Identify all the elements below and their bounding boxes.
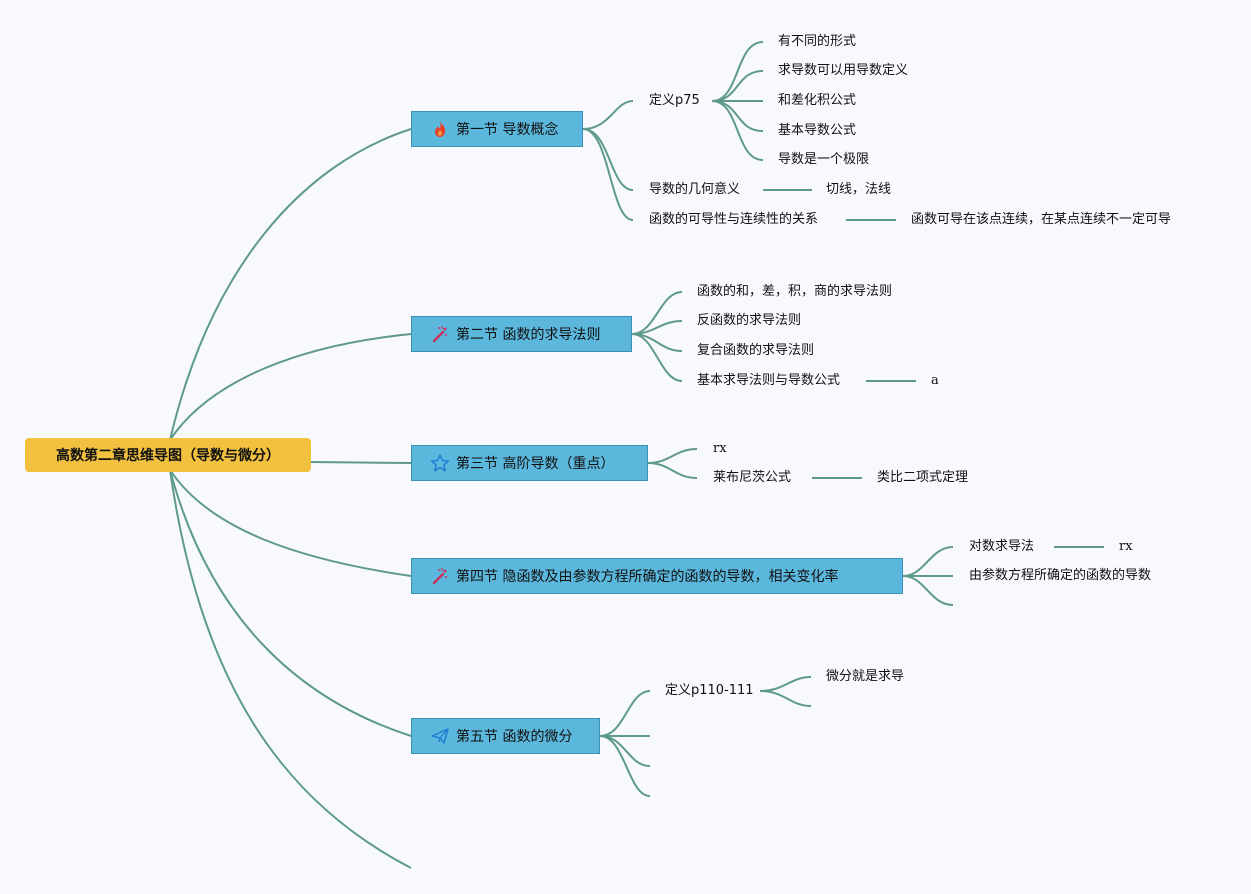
s5-def-child[interactable]: 微分就是求导 (826, 669, 905, 684)
s1-def-child-4[interactable]: 基本导数公式 (778, 123, 857, 138)
connector-root-sec3 (310, 461, 412, 464)
s2-item-3[interactable]: 复合函数的求导法则 (697, 343, 815, 358)
paper-plane-icon (430, 726, 450, 746)
magic-wand-icon (430, 566, 450, 586)
s1-def-child-1[interactable]: 有不同的形式 (778, 34, 857, 49)
s3-rx[interactable]: rx (713, 441, 727, 456)
s1-def-child-5[interactable]: 导数是一个极限 (778, 152, 870, 167)
section-5-topic[interactable]: 第五节 函数的微分 (411, 718, 600, 754)
s1-relation-child[interactable]: 函数可导在该点连续，在某点连续不一定可导 (911, 212, 1172, 227)
s1-geometric-child[interactable]: 切线，法线 (826, 182, 892, 197)
connector-root-sec2 (169, 333, 412, 441)
s2-basic-child[interactable]: a (931, 373, 939, 388)
s2-item-4[interactable]: 基本求导法则与导数公式 (697, 373, 841, 388)
s1-geometric[interactable]: 导数的几何意义 (649, 182, 741, 197)
s2-item-2[interactable]: 反函数的求导法则 (697, 313, 802, 328)
s1-definition[interactable]: 定义p75 (649, 93, 700, 108)
connector-s1-def (582, 100, 634, 130)
s1-relation[interactable]: 函数的可导性与连续性的关系 (649, 212, 819, 227)
s4-log-child[interactable]: rx (1119, 539, 1133, 554)
section-1-topic[interactable]: 第一节 导数概念 (411, 111, 583, 147)
s5-definition[interactable]: 定义p110-111 (665, 683, 754, 698)
s4-log[interactable]: 对数求导法 (969, 539, 1035, 554)
section-2-topic[interactable]: 第二节 函数的求导法则 (411, 316, 632, 352)
s1-def-child-2[interactable]: 求导数可以用导数定义 (778, 63, 909, 78)
connector-root-extra (169, 469, 412, 869)
magic-wand-icon (430, 324, 450, 344)
s3-leibniz-child[interactable]: 类比二项式定理 (877, 470, 969, 485)
fire-icon (430, 119, 450, 139)
section-5-label: 第五节 函数的微分 (456, 729, 573, 745)
root-topic[interactable]: 高数第二章思维导图（导数与微分） (25, 438, 311, 472)
connector-s1-geo (582, 128, 634, 191)
section-3-topic[interactable]: 第三节 高阶导数（重点） (411, 445, 648, 481)
connector-root-sec4 (169, 469, 412, 577)
connector-s1-rel (582, 128, 634, 221)
s1-def-child-3[interactable]: 和差化积公式 (778, 93, 857, 108)
section-2-label: 第二节 函数的求导法则 (456, 327, 601, 343)
section-4-topic[interactable]: 第四节 隐函数及由参数方程所确定的函数的导数，相关变化率 (411, 558, 903, 594)
section-3-label: 第三节 高阶导数（重点） (456, 456, 615, 472)
star-icon (430, 453, 450, 473)
s4-param[interactable]: 由参数方程所确定的函数的导数 (969, 568, 1152, 583)
root-topic-label: 高数第二章思维导图（导数与微分） (56, 448, 280, 464)
connector-root-sec5 (169, 469, 412, 737)
section-1-label: 第一节 导数概念 (456, 122, 559, 138)
connector-root-sec1 (169, 128, 412, 441)
s2-item-1[interactable]: 函数的和，差，积，商的求导法则 (697, 284, 893, 299)
s3-leibniz[interactable]: 莱布尼茨公式 (713, 470, 792, 485)
section-4-label: 第四节 隐函数及由参数方程所确定的函数的导数，相关变化率 (456, 569, 839, 585)
